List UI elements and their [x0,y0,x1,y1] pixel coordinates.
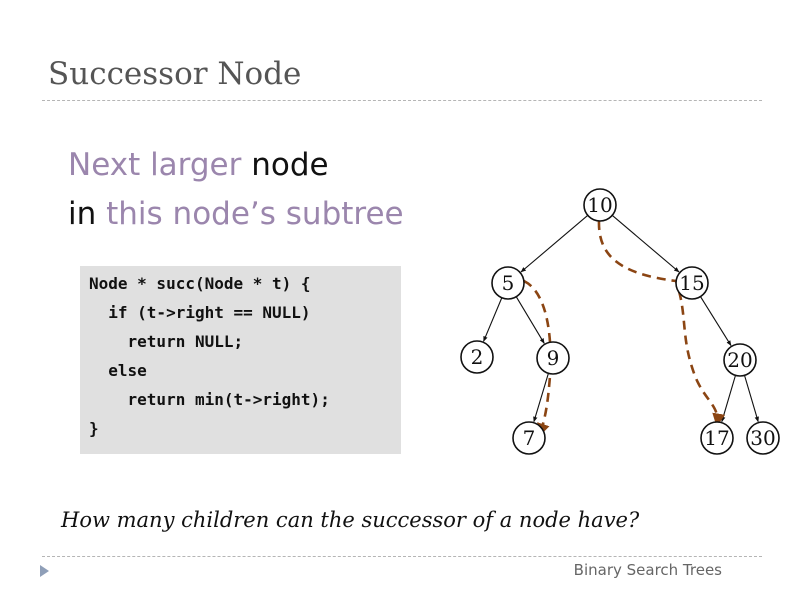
code-line-2: if (t->right == NULL) [89,303,311,322]
tree-node-20: 20 [723,343,757,377]
tree-node-circle [491,266,525,300]
tree-node-circle [583,188,617,222]
code-block: Node * succ(Node * t) { if (t->right == … [80,266,401,454]
tree-node-circle [460,340,494,374]
tree-node-circle [536,341,570,375]
tree-edge-20-17 [721,375,737,423]
tree-node-30: 30 [746,421,780,455]
tree-node-circle [723,343,757,377]
headline-line-1: Next larger node [68,147,329,183]
tree-edges [483,214,759,423]
tree-node-label: 17 [704,426,729,450]
tree-node-circle [700,421,734,455]
title-divider [42,100,762,101]
tree-node-17: 17 [700,421,734,455]
tree-edge-10-15 [611,214,680,273]
tree-edge-15-20 [699,296,732,347]
code-line-4: else [89,361,147,380]
tree-node-label: 9 [547,346,560,370]
code-line-5: return min(t->right); [89,390,330,409]
tree-node-label: 20 [727,348,752,372]
tree-node-label: 10 [587,193,612,217]
tree-node-circle [512,421,546,455]
bst-diagram: 10 5 15 2 9 20 7 17 30 [460,188,780,455]
tree-edge-5-2 [483,297,503,342]
tree-node-label: 2 [471,345,484,369]
headline-1-part-1: Next larger [68,147,242,183]
headline-2-part-1: in [68,196,107,232]
tree-node-5: 5 [491,266,525,300]
tree-node-label: 7 [523,426,536,450]
tree-node-circle [675,266,709,300]
triangle-right-icon[interactable] [40,565,49,577]
code-line-1: Node * succ(Node * t) { [89,274,311,293]
successor-path-10-to-17 [597,220,726,427]
tree-node-9: 9 [536,341,570,375]
tree-node-label: 15 [679,271,704,295]
tree-node-7: 7 [512,421,546,455]
code-line-6: } [89,419,99,438]
successor-paths [523,220,726,437]
footer-divider [42,556,762,557]
tree-node-circle [746,421,780,455]
tree-node-label: 30 [750,426,775,450]
tree-edge-5-9 [515,296,545,344]
tree-edge-20-30 [743,375,759,423]
headline-line-2: in this node’s subtree [68,196,404,232]
code-line-3: return NULL; [89,332,244,351]
footer-label: Binary Search Trees [573,561,722,579]
headline-1-part-2: node [241,147,329,183]
tree-node-10: 10 [583,188,617,222]
tree-node-15: 15 [675,266,709,300]
tree-edge-9-7 [533,373,549,423]
slide-title: Successor Node [48,56,302,92]
tree-node-label: 5 [502,271,515,295]
tree-edge-10-5 [520,214,589,273]
tree-nodes: 10 5 15 2 9 20 7 17 30 [460,188,780,455]
question-text: How many children can the successor of a… [61,508,640,532]
tree-node-2: 2 [460,340,494,374]
headline-2-part-2: this node’s subtree [106,196,404,232]
